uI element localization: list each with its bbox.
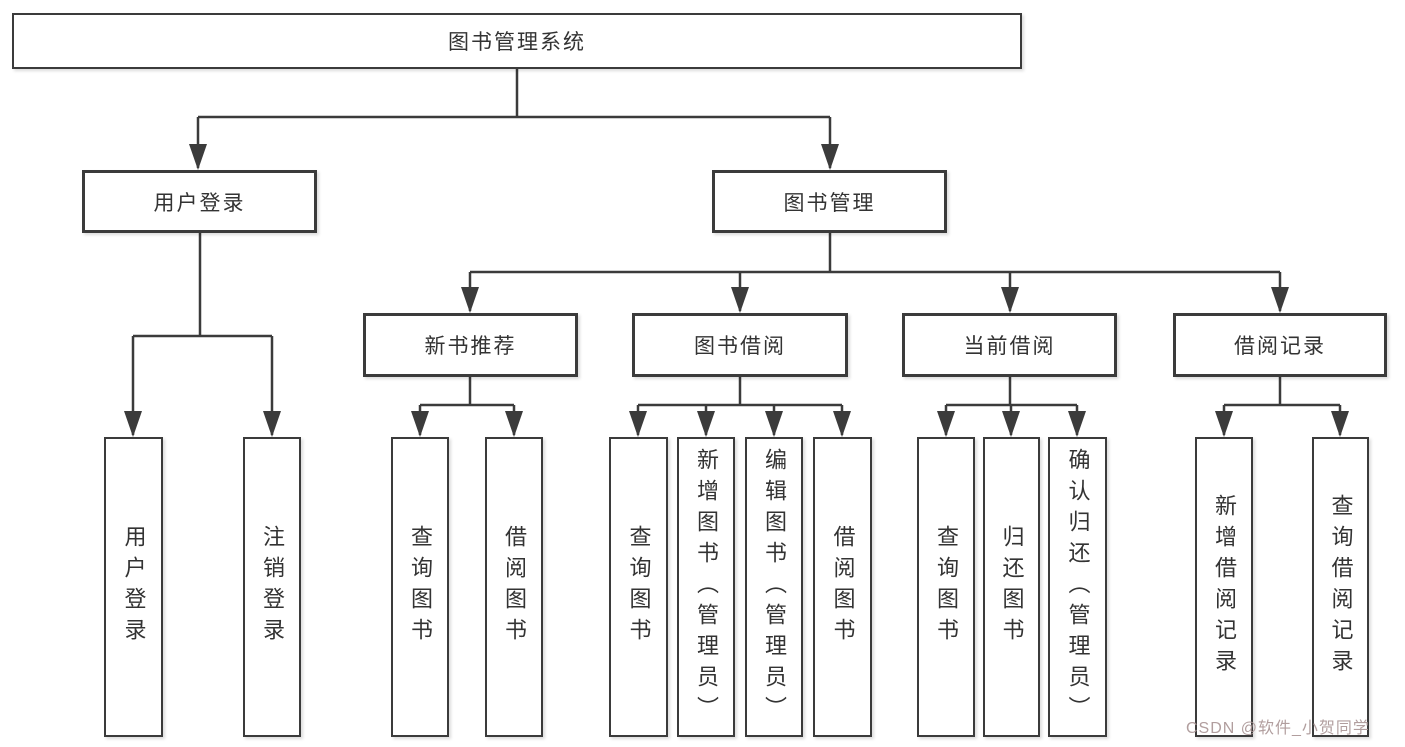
- node-leaf-recommend-borrow-books: 借阅图书: [485, 437, 543, 737]
- node-leaf-current-query-books: 查询图书: [917, 437, 975, 737]
- node-system-root: 图书管理系统: [12, 13, 1022, 69]
- node-label: 确认归还（管理员）: [1065, 447, 1091, 727]
- node-label: 查询借阅记录: [1328, 494, 1354, 680]
- node-leaf-edit-books-admin: 编辑图书（管理员）: [745, 437, 803, 737]
- node-leaf-query-borrow-record: 查询借阅记录: [1312, 437, 1369, 737]
- node-label: 新增借阅记录: [1212, 494, 1237, 680]
- node-label: 查询图书: [408, 525, 433, 649]
- node-leaf-return-books: 归还图书: [983, 437, 1040, 737]
- node-label: 借阅图书: [830, 525, 856, 649]
- node-leaf-borrowing-query-books: 查询图书: [609, 437, 668, 737]
- node-leaf-add-books-admin: 新增图书（管理员）: [677, 437, 735, 737]
- node-user-login: 用户登录: [82, 170, 317, 233]
- node-label: 新书推荐: [424, 335, 517, 358]
- node-label: 图书借阅: [694, 335, 786, 358]
- node-label: 当前借阅: [963, 335, 1056, 358]
- node-label: 归还图书: [999, 525, 1025, 649]
- node-current-borrowing: 当前借阅: [902, 313, 1117, 377]
- node-book-borrowing: 图书借阅: [632, 313, 848, 377]
- node-borrowing-records: 借阅记录: [1173, 313, 1387, 377]
- node-label: 查询图书: [626, 525, 652, 649]
- node-book-management: 图书管理: [712, 170, 947, 233]
- node-label: 用户登录: [121, 525, 147, 649]
- node-new-book-recommend: 新书推荐: [363, 313, 578, 377]
- node-label: 新增图书（管理员）: [694, 447, 719, 727]
- node-label: 编辑图书（管理员）: [762, 447, 787, 727]
- node-leaf-logout: 注销登录: [243, 437, 301, 737]
- node-leaf-add-borrow-record: 新增借阅记录: [1195, 437, 1253, 737]
- node-label: 注销登录: [260, 525, 285, 649]
- node-label: 借阅图书: [502, 525, 527, 649]
- node-leaf-confirm-return-admin: 确认归还（管理员）: [1048, 437, 1107, 737]
- node-label: 查询图书: [934, 525, 959, 649]
- node-label: 图书管理系统: [448, 31, 586, 54]
- node-label: 图书管理: [783, 191, 876, 215]
- node-leaf-recommend-query-books: 查询图书: [391, 437, 449, 737]
- node-label: 借阅记录: [1234, 335, 1326, 358]
- node-label: 用户登录: [153, 191, 246, 215]
- node-leaf-user-login: 用户登录: [104, 437, 163, 737]
- node-leaf-borrowing-borrow-books: 借阅图书: [813, 437, 872, 737]
